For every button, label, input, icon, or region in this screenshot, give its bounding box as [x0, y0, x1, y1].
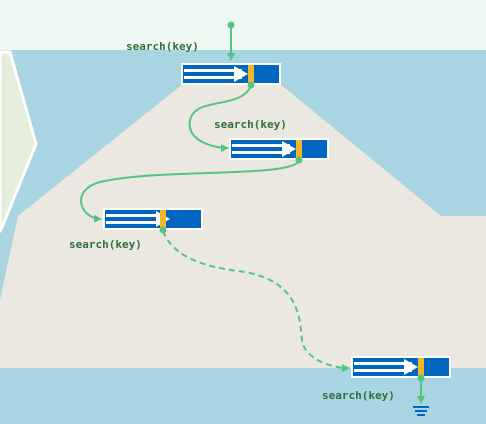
search-call-label-2: search(key): [214, 118, 287, 131]
tree-node-4: [351, 356, 451, 378]
tree-shape: [0, 84, 486, 368]
ground-icon: [413, 406, 429, 416]
start-dot-icon: [227, 21, 235, 29]
path-dot-3: [159, 226, 167, 234]
tree-node-1: [181, 63, 281, 85]
tree-node-2: [229, 138, 329, 160]
search-call-label-4: search(key): [322, 389, 395, 402]
left-panel-shape: [0, 50, 38, 233]
search-call-label-1: search(key): [126, 40, 199, 53]
path-dot-4: [417, 374, 425, 382]
path-dot-1: [247, 81, 255, 89]
path-segment-1: [188, 85, 252, 152]
tree-node-3: [103, 208, 203, 230]
top-band: [0, 0, 486, 50]
search-call-label-3: search(key): [69, 238, 142, 251]
path-segment-3: [162, 230, 350, 372]
path-segment-2: [80, 160, 300, 223]
